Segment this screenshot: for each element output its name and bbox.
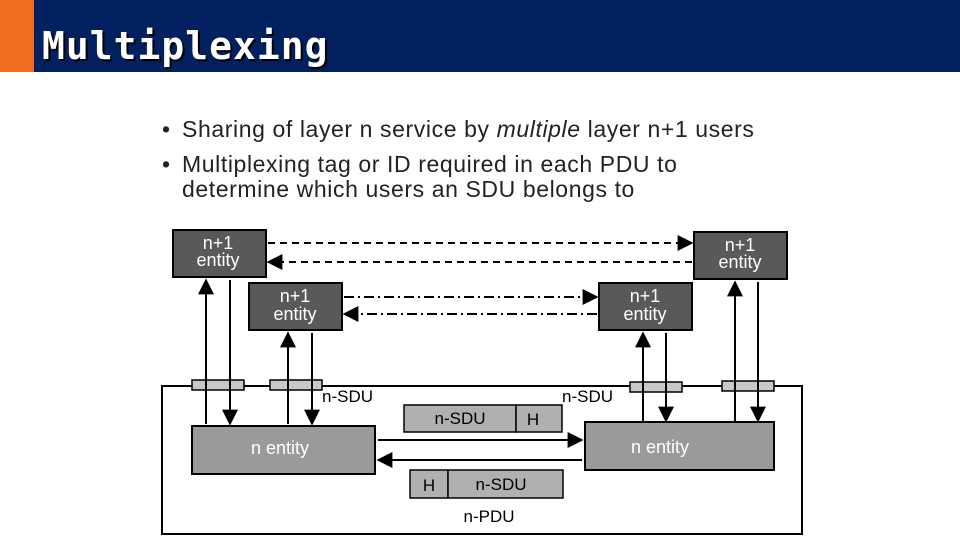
sap-bar-2 (269, 379, 323, 391)
sap-bar-1 (191, 379, 245, 391)
sap-bar-4 (721, 380, 775, 392)
entity-mid-left-box (248, 282, 343, 331)
bullet-emphasis: multiple (496, 116, 581, 142)
bullet-text: Multiplexing tag or ID required in each … (182, 151, 678, 202)
entity-top-right-box (693, 231, 788, 280)
n-entity-right-box (584, 421, 775, 471)
entity-mid-left-line2: entity (273, 304, 316, 324)
layer-n-boundary (161, 385, 803, 535)
bullet-dot-icon: • (162, 116, 171, 142)
pdu-caption: n-PDU (463, 507, 514, 526)
pdu-bottom-header-label: H (423, 476, 435, 495)
pdu-top-sdu-label: n-SDU (434, 409, 485, 428)
entity-top-left-box (172, 229, 267, 278)
bullet-item: • Multiplexing tag or ID required in each… (162, 152, 782, 202)
slide-title: Multiplexing (42, 24, 329, 68)
entity-mid-left-line1: n+1 (280, 286, 311, 306)
n-entity-left-label: n entity (251, 438, 309, 458)
sdu-label-left: n-SDU (322, 387, 373, 406)
entity-mid-right-box (598, 282, 693, 331)
bullet-text-end: layer n+1 users (580, 116, 755, 142)
bullet-dot-icon: • (162, 151, 171, 177)
pdu-bottom-header-box (409, 469, 449, 499)
title-bar: Multiplexing (0, 0, 960, 72)
entity-top-right-line1: n+1 (725, 235, 756, 255)
pdu-bottom-sdu-box (447, 469, 564, 499)
bullet-text: Sharing of layer n service by (182, 116, 497, 142)
n-entity-left-box (191, 425, 376, 475)
pdu-bottom-sdu-label: n-SDU (475, 475, 526, 494)
bullet-list: •Sharing of layer n service by multiple … (162, 117, 782, 212)
bullet-item: •Sharing of layer n service by multiple … (162, 117, 782, 142)
sap-bar-3 (629, 381, 683, 393)
pdu-top-header-label: H (527, 410, 539, 429)
sdu-label-right: n-SDU (562, 387, 613, 406)
n-entity-right-label: n entity (631, 437, 689, 457)
title-accent-bar (0, 0, 34, 72)
entity-mid-right-line1: n+1 (630, 286, 661, 306)
entity-mid-right-line2: entity (623, 304, 666, 324)
entity-top-left-line2: entity (196, 250, 239, 270)
entity-top-left-line1: n+1 (203, 233, 234, 253)
pdu-top-header-box (515, 404, 563, 433)
entity-top-right-line2: entity (718, 252, 761, 272)
